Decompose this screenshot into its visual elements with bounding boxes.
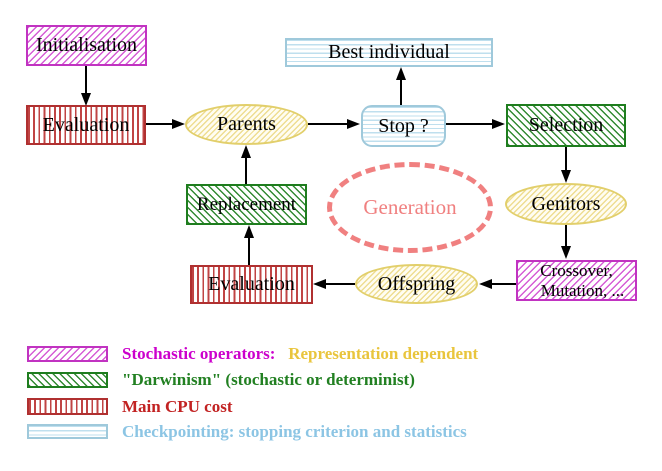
node-selection: Selection	[506, 104, 626, 147]
node-crossover-mutation: Crossover, Mutation, ...	[516, 260, 637, 301]
legend-swatch-stochastic	[27, 346, 108, 362]
legend-stochastic-note: Representation dependent	[288, 344, 479, 363]
arrow-parents-stop-head	[347, 119, 360, 129]
arrow-genitors-crossover-line	[565, 225, 567, 247]
arrow-parents-stop-line	[308, 123, 348, 125]
node-replacement-label: Replacement	[196, 193, 297, 215]
legend-checkpointing-label: Checkpointing: stopping criterion and st…	[122, 422, 467, 441]
legend-cpu-label: Main CPU cost	[122, 397, 233, 416]
arrow-init-eval-head	[81, 93, 91, 106]
generation-label: Generation	[363, 195, 457, 219]
arrow-offspring-eval-line	[326, 283, 355, 285]
arrow-selection-genitors-head	[561, 170, 571, 183]
node-replacement: Replacement	[186, 184, 307, 225]
node-offspring-label: Offspring	[377, 272, 456, 295]
node-evaluation-top-label: Evaluation	[42, 113, 130, 136]
node-best-individual: Best individual	[285, 38, 493, 67]
legend-swatch-darwinism	[27, 372, 108, 388]
legend-darwinism-label: "Darwinism" (stochastic or determinist)	[122, 370, 415, 389]
arrow-stop-selection-head	[492, 119, 505, 129]
arrow-offspring-eval-head	[313, 279, 326, 289]
legend-swatch-checkpointing	[27, 424, 108, 439]
arrow-replacement-parents-head	[241, 145, 251, 158]
node-genitors-label: Genitors	[531, 192, 601, 215]
arrow-selection-genitors-line	[565, 147, 567, 171]
node-parents-label: Parents	[217, 113, 276, 135]
arrow-crossover-offspring-head	[479, 279, 492, 289]
node-stop-label: Stop ?	[378, 114, 429, 137]
node-crossover-line2: Mutation, ...	[540, 280, 625, 300]
generation-loop-ellipse: Generation	[327, 162, 493, 253]
legend-row-stochastic: Stochastic operators: Representation dep…	[122, 345, 478, 363]
node-best-individual-label: Best individual	[328, 41, 450, 63]
node-evaluation-bottom-label: Evaluation	[208, 273, 295, 295]
arrow-eval-parents-line	[146, 123, 173, 125]
arrow-init-eval-line	[85, 66, 87, 94]
node-evaluation-bottom: Evaluation	[190, 265, 313, 304]
arrow-stop-best-head	[396, 67, 406, 80]
arrow-genitors-crossover-head	[561, 246, 571, 259]
node-initialisation-label: Initialisation	[35, 34, 138, 56]
node-stop: Stop ?	[361, 105, 446, 147]
node-crossover-line1: Crossover,	[540, 260, 613, 280]
node-selection-label: Selection	[528, 114, 604, 136]
arrow-eval-replacement-head	[244, 225, 254, 238]
arrow-stop-selection-line	[446, 123, 493, 125]
legend-gap	[280, 344, 284, 363]
arrow-eval-parents-head	[172, 119, 185, 129]
legend-swatch-cpu	[27, 398, 108, 415]
node-initialisation: Initialisation	[26, 25, 147, 66]
arrow-stop-best-line	[400, 80, 402, 105]
arrow-crossover-offspring-line	[492, 283, 516, 285]
arrow-replacement-parents-line	[245, 158, 247, 184]
legend-stochastic-label: Stochastic operators:	[122, 344, 276, 363]
node-offspring: Offspring	[355, 264, 478, 304]
node-parents: Parents	[185, 104, 308, 145]
node-genitors: Genitors	[505, 183, 627, 225]
arrow-eval-replacement-line	[248, 238, 250, 265]
node-evaluation-top: Evaluation	[26, 105, 146, 145]
